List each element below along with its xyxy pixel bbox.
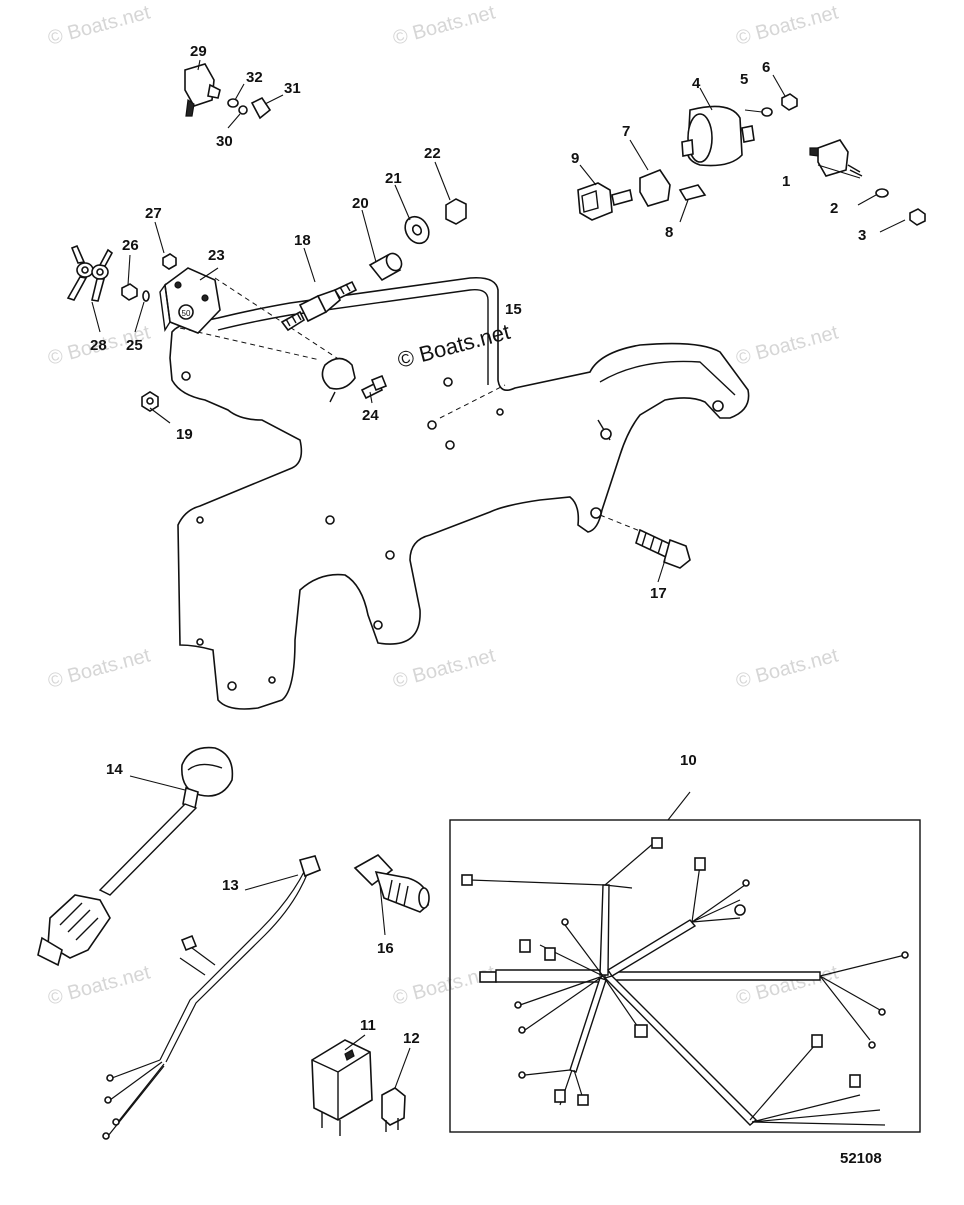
part-23-bracket: 50 [159,267,221,334]
part-6-nut [781,93,798,111]
part-14-harness [37,746,234,967]
part-30-washer [238,105,248,115]
leader-lines [91,59,906,1089]
callout-16: 16 [377,940,394,957]
part-17-bolt [635,528,691,569]
part-2-washer [875,188,889,198]
callout-30: 30 [216,133,233,150]
mounting-plate [169,276,750,710]
callout-8: 8 [665,224,673,241]
part-12-fuse [381,1087,406,1132]
callout-19: 19 [176,426,193,443]
callout-21: 21 [385,170,402,187]
callout-27: 27 [145,205,162,222]
part-31-cap [250,96,272,120]
watermark: © Boats.net [391,961,498,1009]
callout-4: 4 [692,75,701,92]
part-8-sleeve [678,184,707,201]
callout-14: 14 [106,761,123,778]
watermark: © Boats.net [46,1,153,49]
part-11-relay [311,1039,373,1136]
callout-26: 26 [122,237,139,254]
part-32-nut [227,98,239,108]
part-5-washer [761,107,773,117]
bracket-label: 50 [182,309,191,318]
part-22-nut [445,198,467,225]
callout-32: 32 [246,69,263,86]
callout-20: 20 [352,195,369,212]
watermark: © Boats.net [734,644,841,692]
callout-9: 9 [571,150,579,167]
part-13-harness [102,855,322,1140]
callout-22: 22 [424,145,441,162]
callout-7: 7 [622,123,630,140]
callout-29: 29 [190,43,207,60]
callout-11: 11 [360,1017,376,1034]
callout-2: 2 [830,200,838,217]
callout-10: 10 [680,752,697,769]
part-10-harness-box [449,819,921,1133]
callout-25: 25 [126,337,143,354]
part-25-washer [142,290,150,302]
callout-28: 28 [90,337,107,354]
callout-17: 17 [650,585,667,602]
part-27-nut [162,253,177,270]
watermark: © Boats.net [46,644,153,692]
callout-labels: 1 2 3 4 5 6 7 8 9 10 11 12 13 14 15 16 1… [90,43,866,1047]
callout-31: 31 [284,80,301,97]
watermark: © Boats.net [46,961,153,1009]
watermark: © Boats.net [734,321,841,369]
callout-13: 13 [222,877,239,894]
alignment-lines [179,277,651,536]
part-1-switch [817,139,849,177]
small-hardware-left [66,244,177,412]
part-28-terminals [66,244,114,302]
callout-6: 6 [762,59,770,76]
callout-24: 24 [362,407,379,424]
part-24-clamp [321,357,388,403]
part-16-sensor [353,853,430,913]
watermark: © Boats.net [734,961,841,1009]
callout-15: 15 [505,301,522,318]
callout-23: 23 [208,247,225,264]
callout-5: 5 [740,71,748,88]
figure-id: 52108 [840,1150,882,1167]
part-29-sender [184,63,215,107]
part-3-nut [909,208,926,226]
stud-assembly [280,198,467,332]
watermark: © Boats.net [391,644,498,692]
watermark: © Boats.net [734,1,841,49]
sensors-upper-right [577,93,926,226]
part-26-nut [121,283,138,301]
callout-3: 3 [858,227,866,244]
callout-18: 18 [294,232,311,249]
top-left-sender [184,63,272,120]
main-harness [461,837,909,1126]
watermark: © Boats.net [391,1,498,49]
part-7-clip [639,169,671,207]
callout-1: 1 [782,173,790,190]
callout-12: 12 [403,1030,420,1047]
